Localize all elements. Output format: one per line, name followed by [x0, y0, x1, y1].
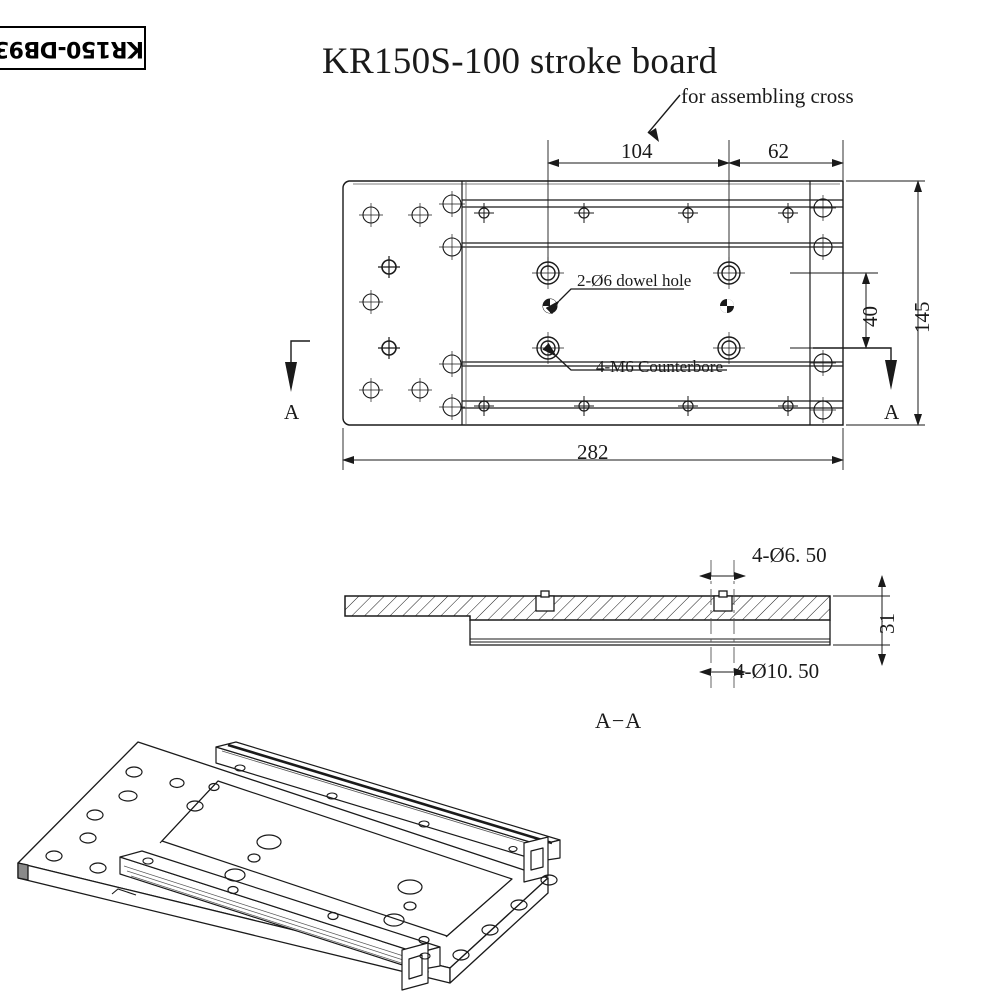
section-label-right: A: [884, 400, 900, 424]
drawing-title: KR150S-100 stroke board: [322, 41, 718, 82]
section-dimension-lines: [699, 572, 890, 676]
section-view-title: A−A: [595, 708, 643, 733]
left-flange-holes: [359, 191, 465, 420]
dimension-282: [342, 428, 844, 470]
section-body: [344, 590, 831, 621]
drawing-subtitle: for assembling cross: [681, 84, 854, 108]
right-strip-holes: [810, 195, 836, 423]
dimension-104-62: [547, 94, 844, 270]
section-centerlines: [710, 560, 735, 688]
rail-strip-holes: [474, 203, 798, 416]
dimension-label-282: 282: [577, 440, 609, 464]
note-dowel-hole: 2-Ø6 dowel hole: [577, 271, 692, 290]
iso-platform-holes: [224, 834, 430, 945]
dimension-145: [846, 180, 925, 426]
dimension-label-104: 104: [621, 139, 653, 163]
iso-base-holes: [45, 766, 220, 874]
note-leaders: [542, 288, 727, 371]
part-number-tag: KR150-DB93: [0, 26, 146, 70]
section-label-left: A: [284, 400, 300, 424]
iso-edge-holes: [452, 874, 558, 961]
section-dimension-top: 4-Ø6. 50: [752, 543, 827, 567]
section-marker-right: [813, 347, 897, 390]
note-counterbore: 4-M6 Counterbore: [596, 357, 724, 376]
iso-rail-holes: [142, 764, 518, 960]
section-marker-left: [285, 340, 310, 392]
dimension-label-62: 62: [768, 139, 789, 163]
section-lower-rail: [469, 620, 831, 646]
section-dimension-bottom: 4-Ø10. 50: [734, 659, 820, 683]
